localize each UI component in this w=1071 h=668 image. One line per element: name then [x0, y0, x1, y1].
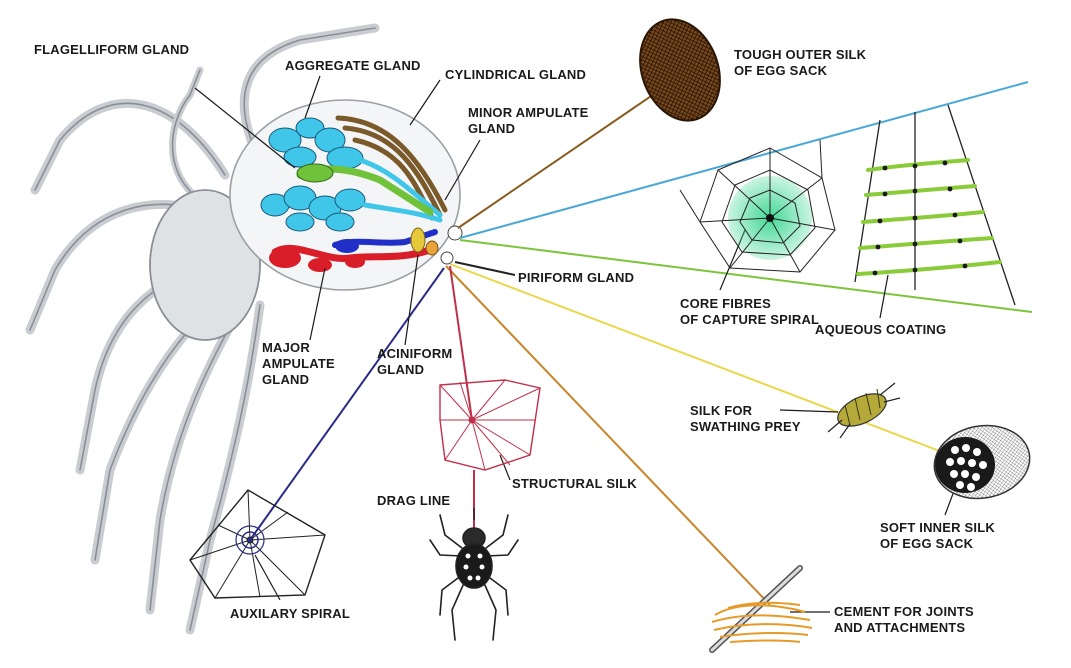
cement-line — [445, 265, 771, 606]
capture-lower-line — [459, 239, 1033, 313]
label-flagelliform-gland: FLAGELLIFORM GLAND — [34, 42, 190, 57]
spinneret — [440, 251, 454, 265]
spider-illustration — [25, 23, 461, 635]
spinneret — [447, 225, 463, 241]
egg-sack-line — [457, 89, 661, 229]
aggregate-gland — [260, 117, 366, 232]
egg-sack-inner-icon — [933, 424, 1031, 500]
structural-web-icon — [439, 379, 541, 471]
minor-ampullate-gland — [332, 229, 438, 253]
capture-upper-line — [459, 81, 1029, 239]
egg-sack-outer-icon — [639, 18, 721, 122]
label-aggregate-gland: AGGREGATE GLAND — [285, 58, 421, 73]
leader-lines — [194, 75, 961, 613]
piriform-line — [454, 261, 516, 276]
label-aqueous-coating: AQUEOUS COATING — [815, 322, 947, 337]
hanging-spider-icon — [429, 514, 519, 641]
aciniform-gland — [410, 227, 439, 256]
structural-line — [449, 265, 473, 421]
swathed-prey-icon — [827, 382, 901, 439]
label-drag-line: DRAG LINE — [377, 493, 451, 508]
auxiliary-line — [249, 267, 445, 541]
label-cylindrical-gland: CYLINDRICAL GLAND — [445, 67, 587, 82]
auxiliary-web-icon — [189, 489, 326, 599]
swathing-line — [449, 263, 951, 456]
aqueous-coating-icon — [854, 104, 1016, 306]
cement-attachment-icon — [709, 565, 813, 653]
label-auxiliary-spiral: AUXILARY SPIRAL — [230, 606, 351, 621]
label-structural-silk: STRUCTURAL SILK — [512, 476, 637, 491]
flagelliform-gland — [296, 163, 434, 216]
glands-group — [260, 115, 463, 272]
label-piriform-gland: PIRIFORM GLAND — [518, 270, 635, 285]
major-ampullate-gland — [269, 244, 434, 272]
capture-web-icon — [679, 139, 836, 273]
